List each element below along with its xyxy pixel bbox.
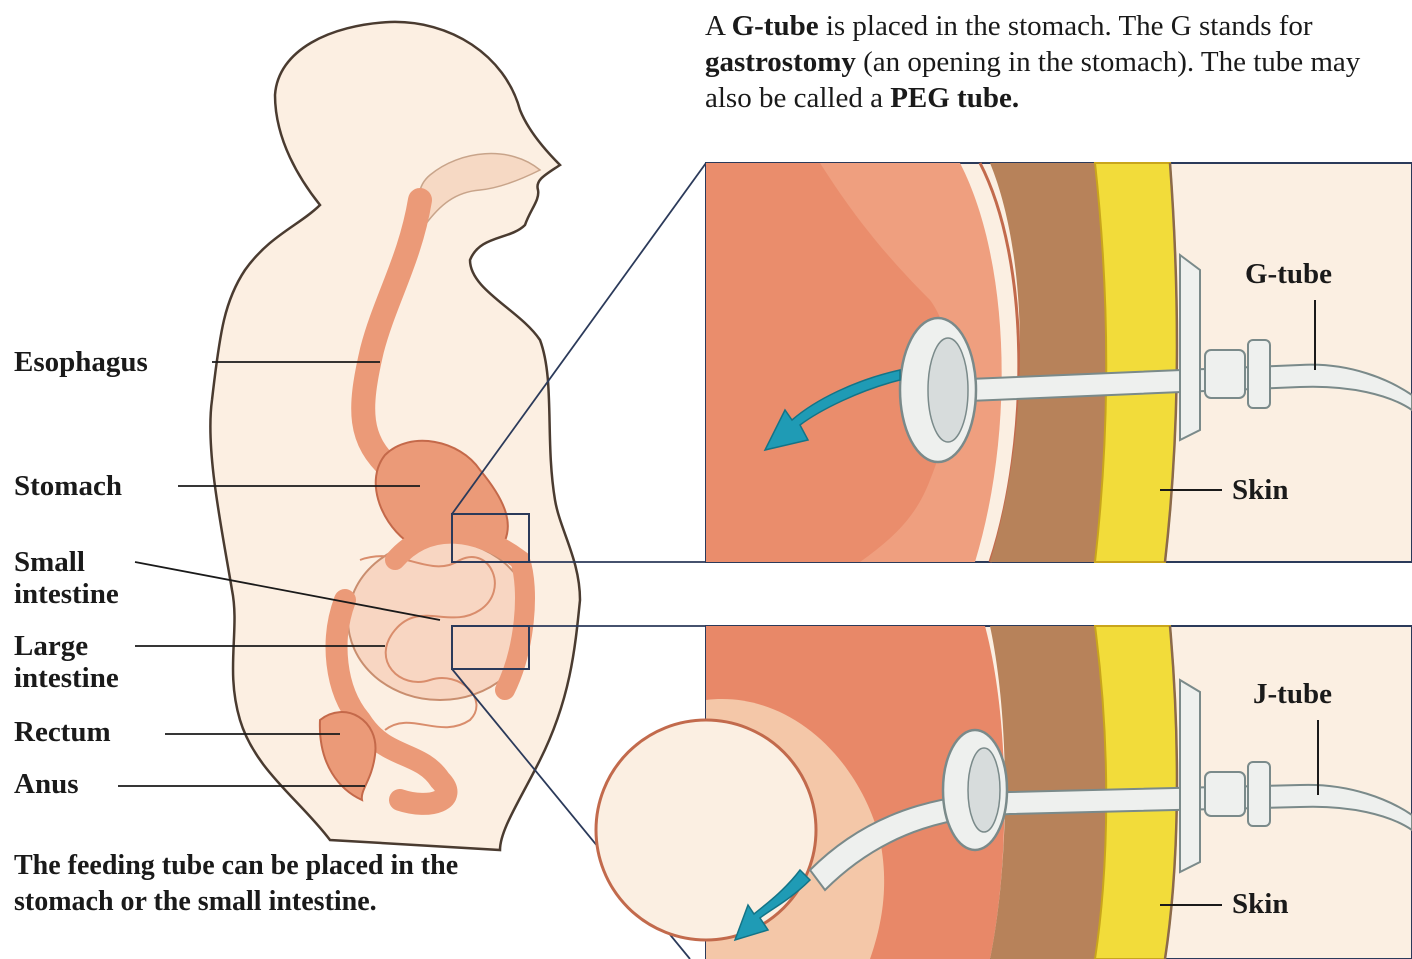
label-large-intestine-line2: intestine	[14, 662, 119, 694]
label-skin-bottom: Skin	[1232, 888, 1288, 920]
label-rectum: Rectum	[14, 716, 111, 748]
label-esophagus: Esophagus	[14, 346, 148, 378]
intro-g-tube-term: G-tube	[732, 10, 819, 42]
g-tube-detail-panel	[706, 163, 1412, 562]
j-tube-detail-panel	[596, 626, 1412, 959]
intro-peg-term: PEG tube.	[890, 82, 1019, 114]
intro-text: is placed in the stomach. The G stands f…	[819, 10, 1313, 42]
label-j-tube: J-tube	[1253, 678, 1332, 710]
intro-paragraph: A G-tube is placed in the stomach. The G…	[705, 8, 1405, 116]
body-silhouette	[210, 22, 580, 850]
label-small-intestine-line2: intestine	[14, 578, 119, 610]
label-skin-top: Skin	[1232, 474, 1288, 506]
label-anus: Anus	[14, 768, 79, 800]
caption: The feeding tube can be placed in the st…	[14, 848, 494, 920]
intro-text: A	[705, 10, 732, 42]
label-stomach: Stomach	[14, 470, 122, 502]
label-g-tube: G-tube	[1245, 258, 1332, 290]
intro-gastrostomy-term: gastrostomy	[705, 46, 856, 78]
label-large-intestine-line1: Large	[14, 630, 88, 662]
label-small-intestine-line1: Small	[14, 546, 85, 578]
